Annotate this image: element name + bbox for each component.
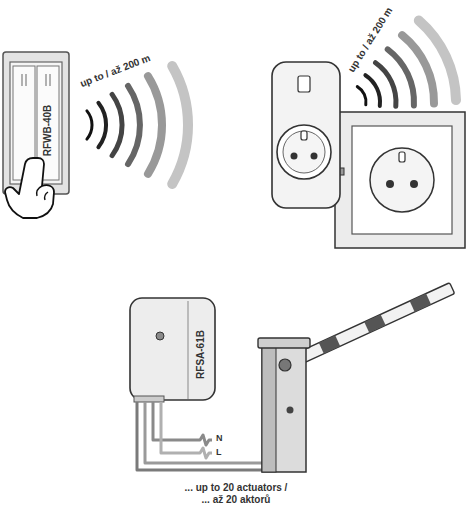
actuator-housing bbox=[130, 298, 215, 402]
wire-label: L bbox=[216, 447, 222, 457]
actuator-box: RFSA-61B bbox=[130, 298, 215, 400]
plug-adapter bbox=[272, 62, 344, 208]
wire-label: N bbox=[216, 433, 223, 443]
range-label: up to / až 200 m bbox=[345, 5, 394, 74]
wires bbox=[137, 402, 262, 470]
device-name: RFSA-61B bbox=[195, 330, 206, 379]
caption-note: ... up to 20 actuators / ... až 20 aktor… bbox=[180, 482, 292, 505]
wall-socket bbox=[335, 112, 465, 248]
range-label: up to / až 200 m bbox=[78, 52, 152, 89]
switch-plate: RFWB-40B bbox=[3, 52, 69, 194]
radio-waves bbox=[87, 66, 188, 184]
device-name: RFWB-40B bbox=[42, 104, 53, 156]
barrier-gate bbox=[258, 283, 455, 472]
pointing-hand bbox=[5, 158, 54, 218]
